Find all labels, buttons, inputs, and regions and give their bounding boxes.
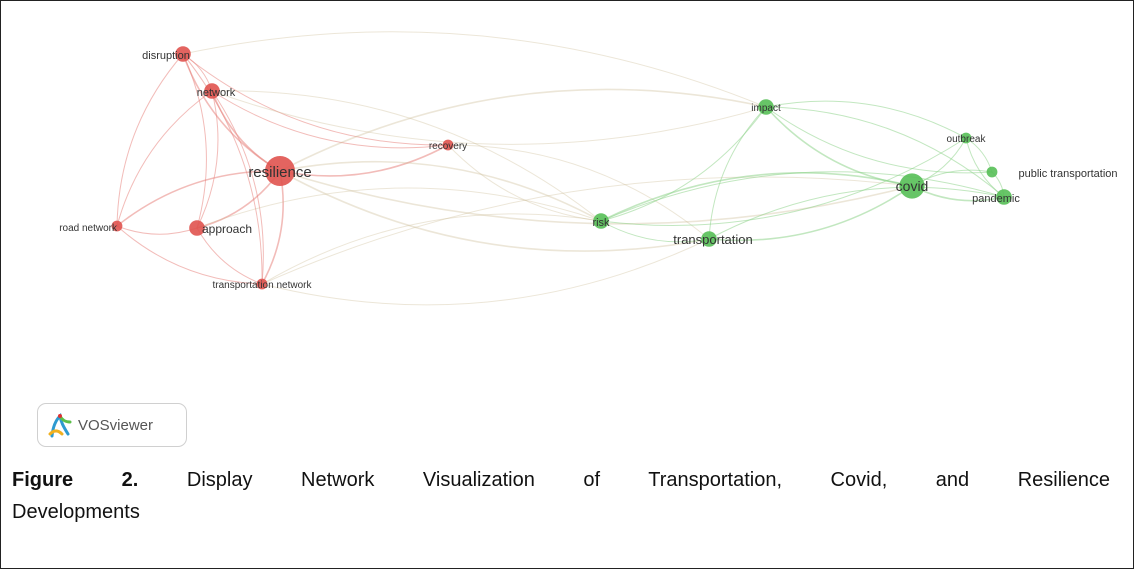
edge-network-road_network <box>116 90 213 227</box>
node-network[interactable] <box>204 83 220 99</box>
edge-approach-road_network <box>116 225 198 235</box>
vosviewer-logo-text: VOSviewer <box>78 416 154 434</box>
node-public-transportation[interactable] <box>986 166 998 178</box>
edge-transportation-pandemic <box>708 186 1005 240</box>
network-nodes <box>111 46 1012 290</box>
node-impact[interactable] <box>758 99 774 115</box>
node-transportation[interactable] <box>701 231 717 247</box>
edge-impact-outbreak <box>765 100 967 139</box>
node-disruption[interactable] <box>175 46 191 62</box>
node-resilience[interactable] <box>265 156 295 186</box>
caption-text-line1: Display Network Visualization of Transpo… <box>186 469 1110 491</box>
edge-road_network-transportation_network <box>116 225 263 285</box>
edge-risk-transportation <box>600 220 710 243</box>
edge-transportation-covid <box>708 185 913 242</box>
edge-disruption-impact <box>182 31 767 108</box>
caption-text-line2: Developments <box>12 501 140 523</box>
node-label-pandemic: pandemic <box>972 193 1020 205</box>
edge-network-transportation_network <box>211 90 264 285</box>
edge-disruption-approach <box>182 53 207 229</box>
edge-disruption-road_network <box>116 53 184 227</box>
node-road-network[interactable] <box>111 220 123 232</box>
node-outbreak[interactable] <box>960 132 972 144</box>
edge-recovery-transportation <box>447 144 710 240</box>
edge-disruption-recovery <box>182 53 449 146</box>
edge-network-resilience <box>211 90 281 172</box>
edge-network-risk <box>211 90 602 222</box>
network-edges <box>116 31 1005 306</box>
node-label-risk: risk <box>592 217 610 229</box>
node-label-outbreak: outbreak <box>947 134 987 145</box>
edge-resilience-recovery <box>279 144 449 177</box>
node-label-covid: covid <box>896 178 929 194</box>
edge-impact-pandemic <box>765 106 1005 198</box>
node-risk[interactable] <box>593 213 609 229</box>
edge-risk-covid <box>600 172 913 222</box>
node-label-impact: impact <box>751 103 781 114</box>
edge-transportation_network-risk <box>261 213 602 285</box>
node-label-disruption: disruption <box>142 50 190 62</box>
figure-caption: Figure 2. Display Network Visualization … <box>12 464 1110 528</box>
node-approach[interactable] <box>189 220 205 236</box>
node-pandemic[interactable] <box>996 189 1012 205</box>
node-label-public-transportation: public transportation <box>1018 168 1117 180</box>
edge-transportation-impact <box>708 106 767 240</box>
node-label-transportation: transportation <box>673 232 753 247</box>
edge-transportation_network-transportation <box>261 238 710 306</box>
node-recovery[interactable] <box>442 139 454 151</box>
figure-label: Figure 2. <box>12 469 139 491</box>
edge-risk-impact <box>600 106 767 222</box>
edge-network-recovery <box>211 90 449 149</box>
edge-disruption-resilience <box>182 53 281 172</box>
edge-resilience-road_network <box>116 170 281 227</box>
node-transportation-network[interactable] <box>256 278 268 290</box>
edge-resilience-risk <box>279 160 602 222</box>
edge-approach-transportation_network <box>196 227 263 285</box>
node-label-resilience: resilience <box>248 164 311 181</box>
edge-risk-outbreak <box>600 137 967 226</box>
edge-impact-covid <box>765 106 913 187</box>
vosviewer-logo-icon <box>48 412 72 438</box>
edge-network-approach <box>196 90 219 229</box>
edge-impact-public_transportation <box>765 106 993 174</box>
edge-risk-pandemic <box>600 171 1005 222</box>
node-label-network: network <box>197 87 236 99</box>
node-label-recovery: recovery <box>429 141 467 152</box>
edge-approach-risk <box>196 187 602 229</box>
edge-network-impact <box>211 90 767 145</box>
network-labels: disruption network resilience recovery road … <box>59 50 1117 291</box>
node-label-road-network: road network <box>59 223 118 234</box>
edge-recovery-risk <box>447 144 602 222</box>
edge-transportation_network-covid <box>261 176 913 285</box>
edge-resilience-transportation <box>279 170 710 252</box>
node-covid[interactable] <box>899 173 925 199</box>
vosviewer-badge: VOSviewer <box>37 403 187 447</box>
node-label-approach: approach <box>202 222 252 236</box>
node-label-transportation-network: transportation network <box>213 280 313 291</box>
edge-resilience-impact <box>279 88 767 172</box>
edge-disruption-transportation_network <box>182 53 263 285</box>
